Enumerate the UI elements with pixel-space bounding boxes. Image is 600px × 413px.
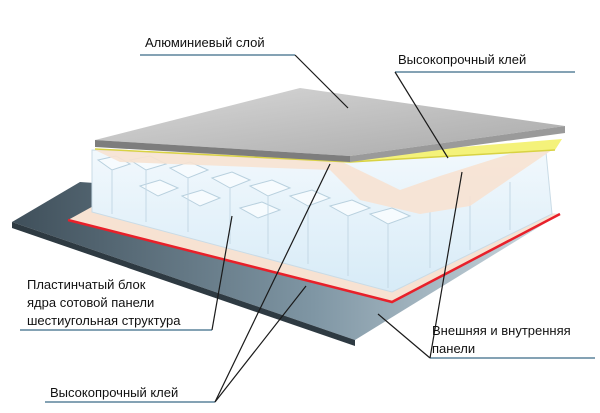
outer-panel-edge — [12, 222, 355, 346]
label-underlines — [20, 54, 595, 403]
cell-walls — [111, 170, 511, 288]
lower-glue-line — [67, 212, 561, 304]
label-aluminum-layer: Алюминиевый слой — [145, 35, 265, 50]
aluminum-top-face — [95, 88, 565, 156]
upper-sheet — [95, 142, 552, 214]
aluminum-top-edge-front — [95, 140, 350, 162]
label-panels-line-2: панели — [432, 341, 476, 356]
upper-glue-layer — [350, 139, 562, 162]
label-panels-line-1: Внешняя и внутренняя — [432, 323, 571, 338]
label-core-line-2: ядра сотовой панели — [27, 295, 155, 310]
label-glue-top: Высокопрочный клей — [398, 52, 527, 67]
label-core-line-3: шестиугольная структура — [27, 313, 181, 328]
label-glue-bottom: Высокопрочный клей — [50, 385, 179, 400]
label-core-line-1: Пластинчатый блок — [27, 277, 146, 292]
leader-lines — [211, 54, 463, 403]
aluminum-top-edge-side — [350, 126, 565, 162]
